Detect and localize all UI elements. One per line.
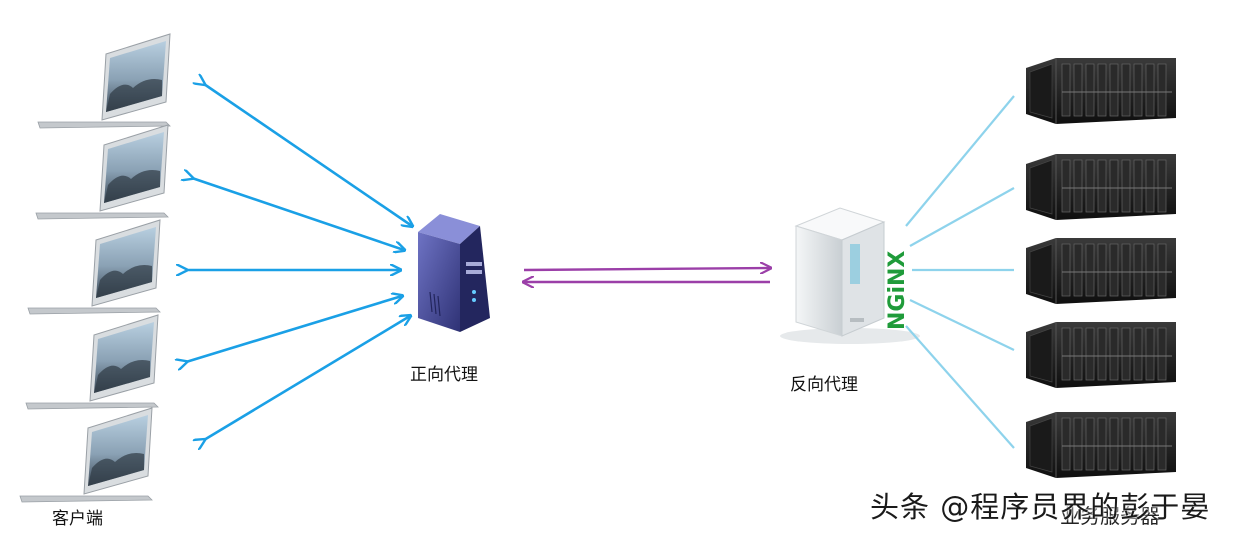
blade-server-icon [1025, 57, 1177, 125]
nginx-logo-text: NGiNX [885, 251, 910, 330]
server-link-line [909, 299, 1015, 351]
client-arrow [204, 84, 412, 226]
reverse-proxy-label: 反向代理 [790, 375, 858, 395]
client-arrow [192, 178, 404, 250]
blade-server-icon [1025, 153, 1177, 221]
server-link-line [909, 187, 1015, 247]
laptop-icon [27, 219, 161, 315]
server-link-line [905, 95, 1015, 227]
laptop-icon [19, 407, 153, 503]
server-link-line [905, 325, 1015, 449]
nginx-server-icon: NGiNX [780, 207, 920, 344]
proxy-server-icon [418, 214, 490, 332]
laptop-icon [35, 124, 169, 220]
laptop-icon [25, 314, 159, 410]
blade-server-icon [1025, 411, 1177, 479]
client-label: 客户端 [52, 509, 103, 529]
proxy-link-arrow [523, 268, 770, 270]
watermark-text: 头条 @程序员界的彭于晏 [870, 490, 1211, 524]
laptop-icon [37, 33, 171, 129]
forward-proxy-label: 正向代理 [410, 365, 478, 385]
blade-server-icon [1025, 237, 1177, 305]
backend-server-label: 业务服务器 [1060, 504, 1160, 528]
client-arrow [204, 316, 410, 440]
blade-server-icon [1025, 321, 1177, 389]
client-arrow [186, 296, 402, 362]
